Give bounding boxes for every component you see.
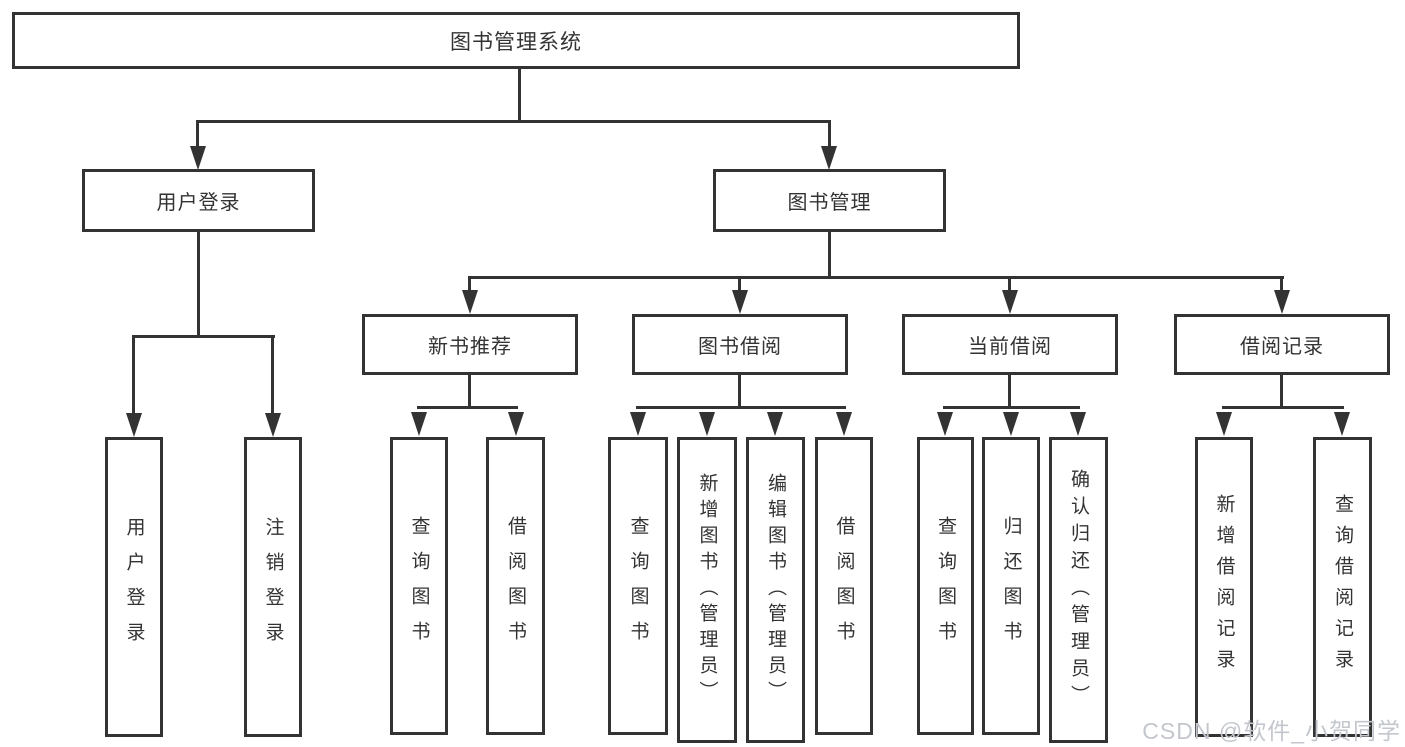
arrow-down-icon (937, 412, 953, 436)
node-book-borrow: 图书借阅 (632, 314, 848, 375)
arrow-down-icon (411, 412, 427, 436)
connector-line (636, 406, 846, 409)
arrow-down-icon (1274, 290, 1290, 314)
connector-line (468, 279, 471, 292)
arrow-down-icon (265, 413, 281, 437)
connector-line (132, 335, 135, 415)
arrow-down-icon (1334, 412, 1350, 436)
arrow-down-icon (126, 413, 142, 437)
node-new-book-recommend: 新书推荐 (362, 314, 578, 375)
leaf-query-book-borrow: 查询图书 (608, 437, 668, 735)
leaf-edit-book-admin: 编辑图书（管理员） (746, 437, 805, 743)
connector-line (197, 120, 831, 123)
connector-line (828, 232, 831, 277)
arrow-down-icon (1003, 412, 1019, 436)
connector-line (196, 120, 199, 148)
leaf-borrow-book-recommend: 借阅图书 (486, 437, 545, 735)
connector-line (468, 375, 471, 409)
leaf-label: 查询借阅记录 (1332, 494, 1353, 680)
connector-line (133, 335, 275, 338)
node-root-library-system: 图书管理系统 (12, 12, 1020, 69)
node-current-borrow: 当前借阅 (902, 314, 1118, 375)
leaf-label: 查询图书 (627, 516, 649, 656)
node-book-management: 图书管理 (713, 169, 946, 232)
connector-line (417, 406, 518, 409)
connector-line (271, 335, 274, 415)
leaf-borrow-book: 借阅图书 (815, 437, 873, 735)
connector-line (468, 276, 1284, 279)
arrow-down-icon (190, 146, 206, 170)
arrow-down-icon (821, 146, 837, 170)
leaf-label: 编辑图书（管理员） (765, 473, 786, 707)
arrow-down-icon (767, 412, 783, 436)
leaf-confirm-return-admin: 确认归还（管理员） (1049, 437, 1108, 743)
connector-line (1008, 279, 1011, 292)
connector-line (1280, 279, 1283, 292)
connector-line (828, 120, 831, 148)
leaf-label: 查询图书 (408, 516, 430, 656)
leaf-label: 新增图书（管理员） (696, 473, 718, 707)
arrow-down-icon (1216, 412, 1232, 436)
arrow-down-icon (732, 290, 748, 314)
leaf-query-book-current: 查询图书 (917, 437, 974, 735)
leaf-add-borrow-record: 新增借阅记录 (1195, 437, 1253, 737)
leaf-label: 新增借阅记录 (1213, 494, 1235, 680)
leaf-query-borrow-record: 查询借阅记录 (1313, 437, 1372, 737)
leaf-label: 查询图书 (935, 516, 956, 656)
leaf-label: 确认归还（管理员） (1068, 468, 1089, 712)
leaf-label: 归还图书 (1000, 516, 1022, 656)
leaf-add-book-admin: 新增图书（管理员） (677, 437, 737, 743)
connector-line (738, 375, 741, 409)
connector-line (518, 69, 521, 120)
connector-line (1280, 375, 1283, 409)
leaf-user-login: 用户登录 (105, 437, 163, 737)
node-borrow-record: 借阅记录 (1174, 314, 1390, 375)
node-user-login: 用户登录 (82, 169, 315, 232)
arrow-down-icon (508, 412, 524, 436)
connector-line (943, 406, 1080, 409)
leaf-label: 借阅图书 (505, 516, 526, 656)
arrow-down-icon (699, 412, 715, 436)
arrow-down-icon (462, 290, 478, 314)
arrow-down-icon (1002, 290, 1018, 314)
leaf-label: 用户登录 (123, 517, 145, 657)
connector-line (1222, 406, 1344, 409)
leaf-label: 注销登录 (262, 517, 284, 657)
arrow-down-icon (836, 412, 852, 436)
leaf-logout: 注销登录 (244, 437, 302, 737)
connector-line (1008, 375, 1011, 409)
arrow-down-icon (630, 412, 646, 436)
arrow-down-icon (1070, 412, 1086, 436)
leaf-label: 借阅图书 (833, 516, 855, 656)
connector-line (197, 232, 200, 336)
leaf-return-book: 归还图书 (982, 437, 1040, 735)
leaf-query-book-recommend: 查询图书 (390, 437, 448, 735)
connector-line (738, 279, 741, 292)
